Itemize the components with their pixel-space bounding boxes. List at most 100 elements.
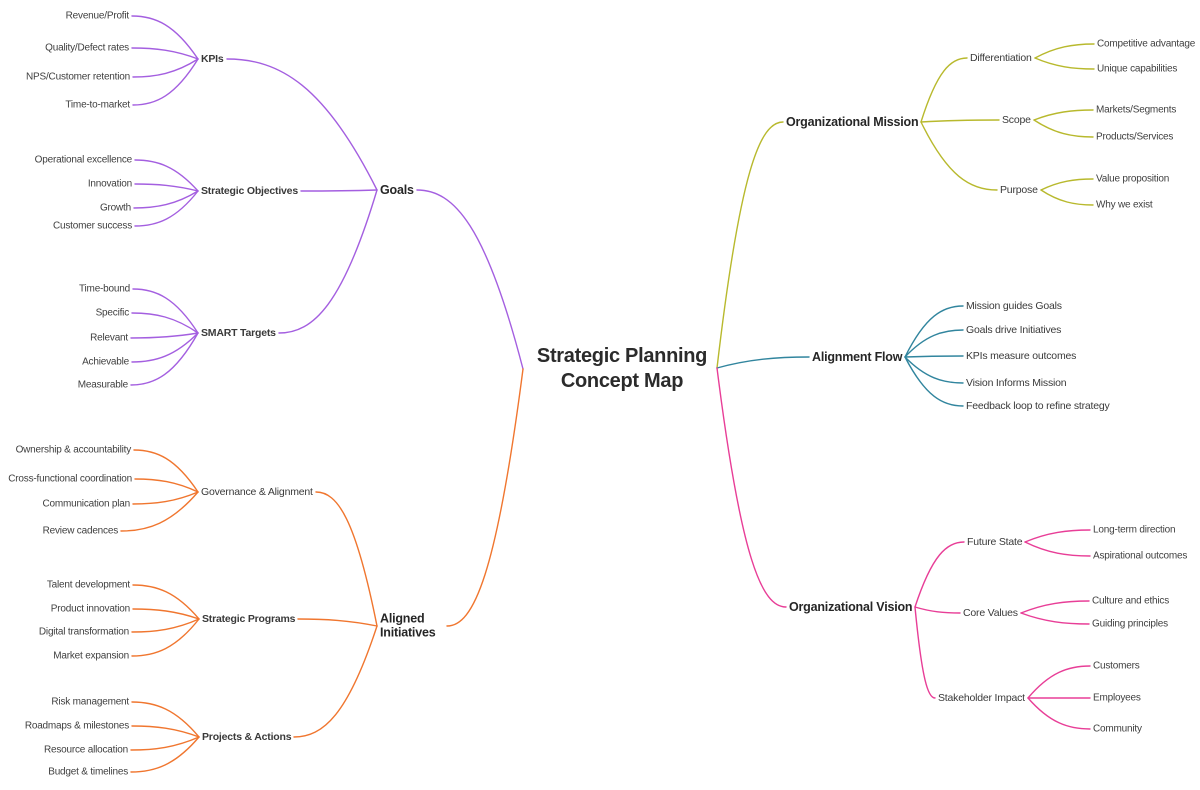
- node-core-values: Core Values: [963, 606, 1018, 619]
- node-smart-targets: SMART Targets: [201, 326, 276, 339]
- connector: [914, 606, 961, 614]
- connector: [1027, 665, 1091, 699]
- node-market-expansion: Market expansion: [53, 650, 129, 662]
- node-achievable: Achievable: [82, 356, 129, 368]
- connector: [1020, 600, 1090, 614]
- node-specific: Specific: [95, 307, 130, 319]
- node-goals-drive-initiatives: Goals drive Initiatives: [966, 323, 1062, 336]
- node-employees: Employees: [1093, 692, 1141, 704]
- node-differentiation: Differentiation: [970, 51, 1032, 64]
- node-strategic-objectives: Strategic Objectives: [201, 184, 298, 197]
- node-customers: Customers: [1093, 660, 1140, 672]
- connector: [131, 332, 199, 363]
- connector: [1034, 57, 1095, 70]
- node-stakeholder-impact: Stakeholder Impact: [938, 691, 1025, 704]
- connector: [904, 305, 964, 358]
- connector: [134, 159, 199, 192]
- node-culture-and-ethics: Culture and ethics: [1092, 595, 1170, 607]
- node-time-to-market: Time-to-market: [65, 99, 130, 111]
- node-roadmaps-milestones: Roadmaps & milestones: [24, 720, 129, 732]
- connector: [300, 189, 378, 192]
- node-markets-segments: Markets/Segments: [1096, 104, 1177, 116]
- node-unique-capabilities: Unique capabilities: [1097, 63, 1178, 75]
- node-why-we-exist: Why we exist: [1096, 199, 1153, 211]
- node-governance-alignment: Governance & Alignment: [201, 485, 313, 498]
- connector: [226, 58, 378, 191]
- node-feedback-loop-to-refine-strategy: Feedback loop to refine strategy: [966, 399, 1110, 412]
- node-goals: Goals: [380, 182, 414, 197]
- node-review-cadences: Review cadences: [42, 525, 119, 537]
- map-title-line1: Strategic Planning: [536, 345, 708, 367]
- connector: [134, 478, 199, 493]
- node-risk-management: Risk management: [51, 696, 129, 708]
- node-organizational-vision: Organizational Vision: [789, 599, 913, 614]
- node-talent-development: Talent development: [46, 579, 130, 591]
- node-organizational-mission: Organizational Mission: [786, 114, 919, 129]
- connector: [131, 725, 200, 738]
- node-alignment-flow: Alignment Flow: [812, 349, 903, 364]
- node-aligned-initiatives: Aligned Initiatives: [380, 611, 436, 640]
- connector: [1024, 529, 1091, 543]
- node-digital-transformation: Digital transformation: [38, 626, 129, 638]
- node-purpose: Purpose: [1000, 183, 1038, 196]
- node-resource-allocation: Resource allocation: [43, 744, 128, 756]
- node-community: Community: [1093, 723, 1142, 735]
- node-projects-actions: Projects & Actions: [202, 730, 292, 743]
- connector: [131, 47, 199, 60]
- connector: [131, 15, 199, 60]
- connector: [134, 183, 199, 192]
- connector: [1024, 541, 1091, 557]
- node-kpis: KPIs: [201, 52, 224, 65]
- node-guiding-principles: Guiding principles: [1092, 618, 1168, 630]
- node-vision-informs-mission: Vision Informs Mission: [966, 376, 1067, 389]
- connector: [130, 332, 199, 386]
- connector: [131, 701, 200, 738]
- node-cross-functional-coordination: Cross-functional coordination: [8, 473, 132, 485]
- connector: [130, 736, 200, 773]
- node-mission-guides-goals: Mission guides Goals: [966, 299, 1062, 312]
- connector: [133, 449, 199, 493]
- connector: [904, 329, 964, 358]
- connector: [132, 58, 199, 106]
- node-time-bound: Time-bound: [79, 283, 130, 295]
- node-strategic-programs: Strategic Programs: [202, 612, 296, 625]
- connector: [1040, 178, 1094, 191]
- connector: [120, 491, 199, 532]
- connector: [1033, 119, 1094, 138]
- node-value-proposition: Value proposition: [1096, 173, 1170, 185]
- node-innovation: Innovation: [87, 178, 132, 190]
- node-relevant: Relevant: [90, 332, 128, 344]
- node-future-state: Future State: [967, 535, 1023, 548]
- connector: [416, 189, 524, 370]
- connector: [297, 618, 378, 627]
- node-communication-plan: Communication plan: [42, 498, 130, 510]
- connector: [446, 368, 524, 627]
- connector: [920, 121, 998, 191]
- connector: [278, 189, 378, 334]
- connector: [1027, 697, 1091, 730]
- connector: [716, 121, 784, 369]
- node-nps-customer-retention: NPS/Customer retention: [26, 71, 130, 83]
- connector: [132, 288, 199, 334]
- node-aspirational-outcomes: Aspirational outcomes: [1093, 550, 1188, 562]
- connector: [716, 356, 810, 369]
- connector: [132, 58, 199, 78]
- connector: [920, 57, 968, 123]
- connector: [914, 606, 936, 699]
- connector: [920, 119, 1000, 123]
- connector: [130, 736, 200, 751]
- connector: [134, 190, 199, 227]
- connector: [130, 332, 199, 339]
- node-long-term-direction: Long-term direction: [1093, 524, 1176, 536]
- connector: [914, 541, 965, 608]
- connector: [904, 356, 964, 407]
- connector: [1020, 612, 1090, 625]
- connector: [904, 355, 964, 358]
- connector: [132, 491, 199, 505]
- connector: [1034, 43, 1095, 59]
- connector: [131, 618, 200, 657]
- connector: [133, 190, 199, 209]
- node-quality-defect-rates: Quality/Defect rates: [45, 42, 129, 54]
